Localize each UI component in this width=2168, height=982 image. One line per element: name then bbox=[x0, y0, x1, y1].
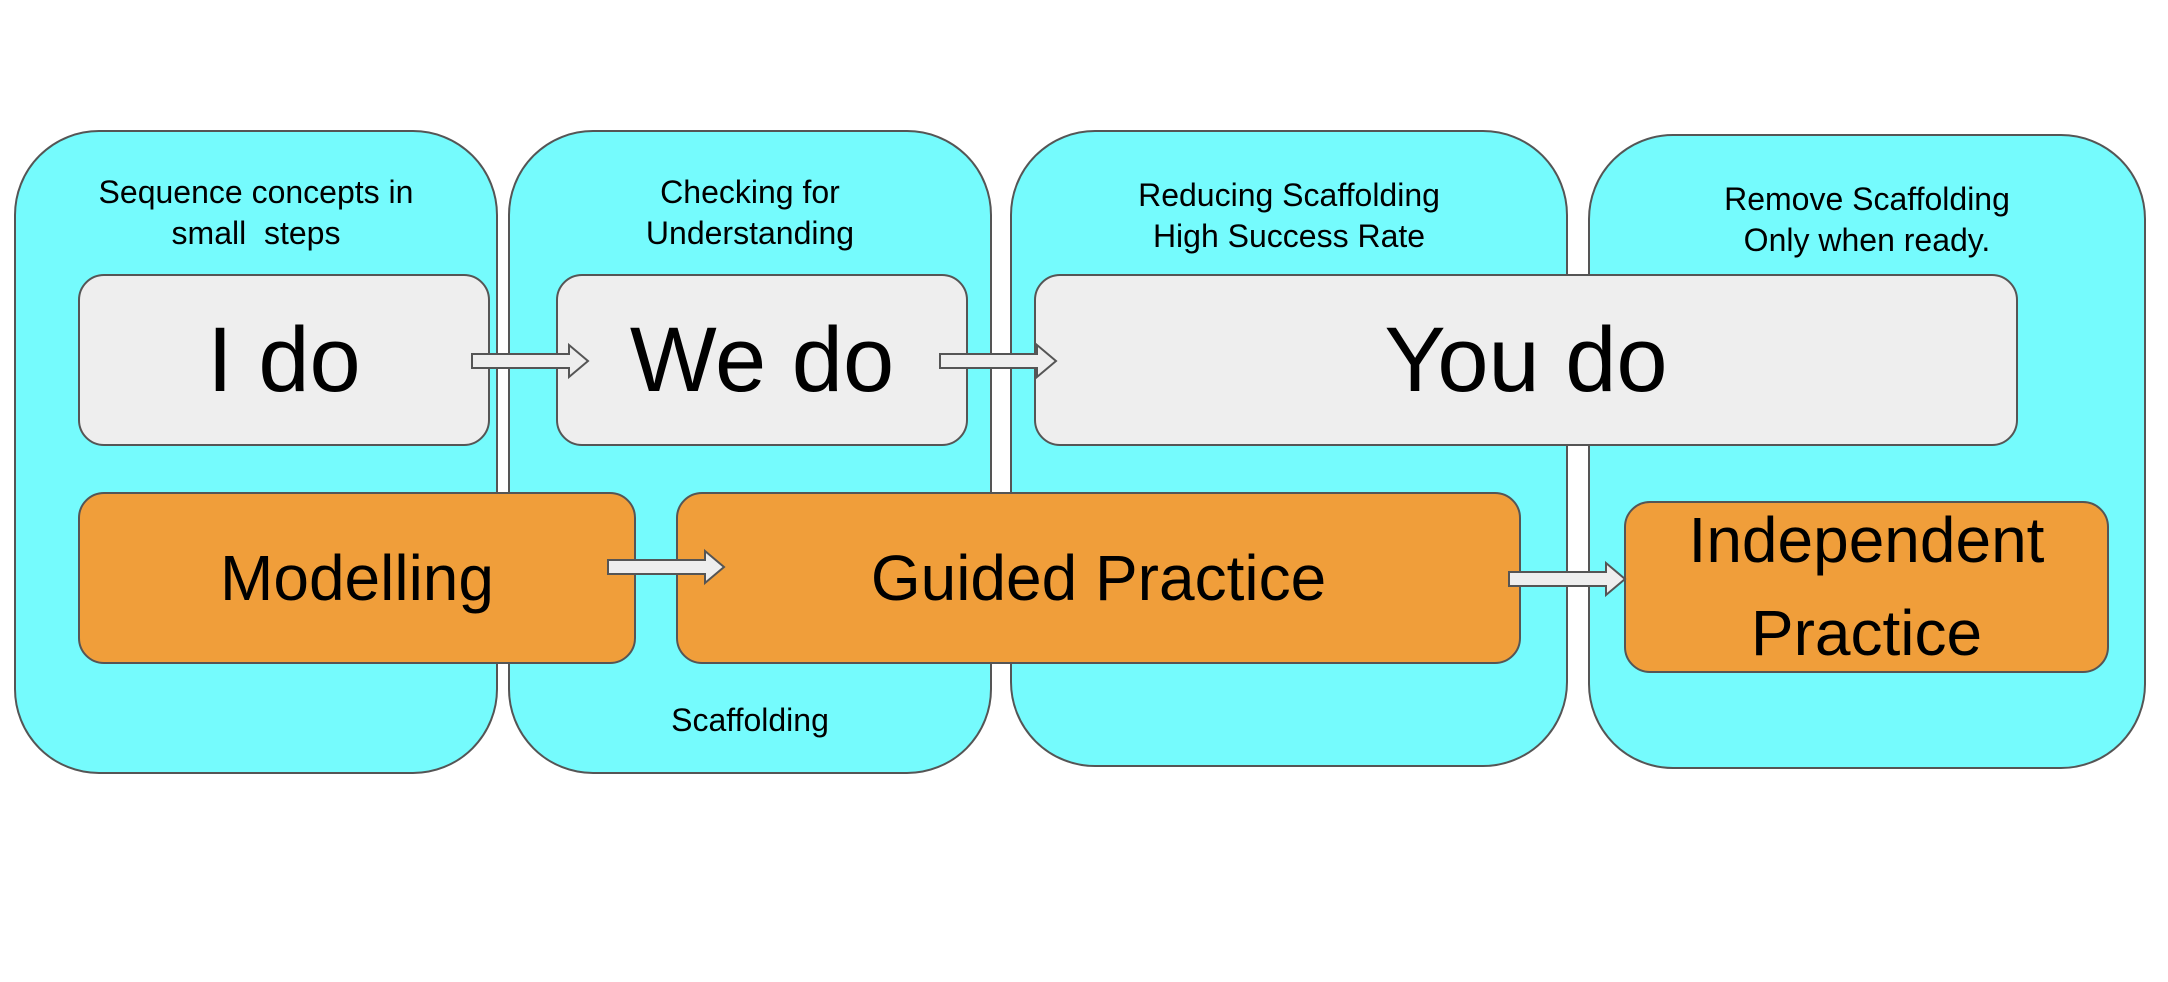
we-do-label: We do bbox=[629, 309, 895, 411]
column-1-caption: Sequence concepts in small steps bbox=[14, 172, 498, 254]
i-do-to-we-do-arrow-icon bbox=[471, 342, 590, 380]
column-3-caption-line-2: High Success Rate bbox=[1152, 218, 1426, 254]
column-3-caption-line-1: Reducing Scaffolding bbox=[1138, 177, 1440, 213]
modelling-to-guided-arrow-icon bbox=[607, 548, 726, 586]
column-1-caption-line-2: small steps bbox=[171, 215, 341, 251]
i-do-label: I do bbox=[207, 309, 361, 411]
i-do-box: I do bbox=[78, 274, 490, 446]
modelling-label: Modelling bbox=[220, 541, 494, 614]
column-4-caption-line-1: Remove Scaffolding bbox=[1724, 181, 2010, 217]
column-2-caption-line-1: Checking for bbox=[660, 174, 840, 210]
we-do-box: We do bbox=[556, 274, 968, 446]
column-4-caption-line-2: Only when ready. bbox=[1743, 222, 1991, 258]
column-2-caption: Checking for Understanding bbox=[508, 172, 992, 254]
you-do-box: You do bbox=[1034, 274, 2018, 446]
column-1-caption-line-1: Sequence concepts in bbox=[98, 174, 414, 210]
you-do-label: You do bbox=[1384, 309, 1668, 411]
guided-practice-box: Guided Practice bbox=[676, 492, 1521, 664]
independent-practice-box: Independent Practice bbox=[1624, 501, 2109, 673]
guided-to-independent-arrow-icon bbox=[1508, 560, 1627, 598]
independent-practice-label: Independent Practice bbox=[1689, 494, 2045, 680]
modelling-box: Modelling bbox=[78, 492, 636, 664]
independent-practice-line-2: Practice bbox=[1750, 597, 1983, 669]
column-panel-1 bbox=[14, 130, 498, 774]
we-do-to-you-do-arrow-icon bbox=[939, 342, 1058, 380]
column-3-caption: Reducing Scaffolding High Success Rate bbox=[1010, 175, 1568, 257]
column-panel-2 bbox=[508, 130, 992, 774]
guided-practice-label: Guided Practice bbox=[870, 541, 1327, 614]
column-2-caption-line-2: Understanding bbox=[645, 215, 855, 251]
independent-practice-line-1: Independent bbox=[1688, 504, 2045, 576]
scaffolding-footer-label: Scaffolding bbox=[671, 702, 829, 738]
column-4-caption: Remove Scaffolding Only when ready. bbox=[1588, 179, 2146, 261]
